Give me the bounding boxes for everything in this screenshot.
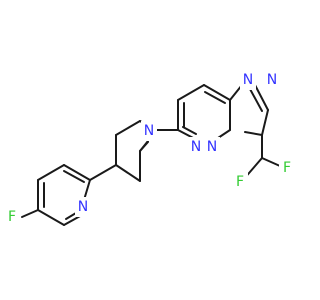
atom-f2-label: F: [236, 174, 244, 190]
atom-f1: F: [4, 207, 20, 227]
bond-chf2-3: [261, 157, 281, 167]
atom-f1-label: F: [8, 209, 16, 225]
atom-n-triazole-b: N: [264, 70, 280, 90]
atom-n-triazole-a-label: N: [243, 72, 253, 88]
atom-n-triazole-b-label: N: [267, 72, 277, 88]
atom-labels: F N N N N N N F: [4, 70, 295, 227]
bond-pdz-3-double: [204, 91, 226, 104]
atom-f2: F: [232, 172, 248, 192]
bond-py-c4-c5: [63, 164, 91, 181]
bond-pip-6: [115, 164, 141, 182]
bond-py-c5-c1: [37, 164, 65, 181]
atom-n-piperidine: N: [141, 121, 157, 141]
atom-n-piperidine-label: N: [144, 123, 154, 139]
bond-trz-2-double: [249, 88, 263, 112]
bond-c-f1: [21, 209, 39, 218]
bond-pdz-6-double: [182, 126, 197, 135]
atom-n-pyridazine-a-label: N: [191, 139, 201, 155]
atom-f3: F: [279, 158, 295, 178]
bond-trz-4: [261, 109, 269, 136]
bonds: [21, 79, 281, 226]
bond-py-pip: [89, 164, 117, 181]
bond-pdz-2: [177, 84, 205, 101]
atom-n-pyridazine-a: N: [188, 137, 204, 157]
bond-trz-2: [254, 84, 269, 111]
bond-py-c2-c3: [37, 209, 65, 226]
bond-pip-4b: [139, 141, 149, 152]
bond-trz-3: [244, 131, 263, 136]
atom-n-pyridazine-b: N: [204, 137, 220, 157]
atom-f3-label: F: [283, 160, 291, 176]
atom-n-pyridine: N: [75, 197, 91, 217]
bond-pdz-3: [203, 84, 231, 101]
bond-py-c4-c5-double: [63, 170, 85, 183]
atom-n-triazole-a: N: [240, 70, 256, 90]
molecule-structure-diagram: F N N N N N N F: [4, 70, 295, 227]
bond-pip-2: [115, 120, 141, 136]
bond-py-n-c4: [83, 179, 91, 201]
atom-n-pyridine-label: N: [78, 199, 88, 215]
atom-n-pyridazine-b-label: N: [207, 139, 217, 155]
